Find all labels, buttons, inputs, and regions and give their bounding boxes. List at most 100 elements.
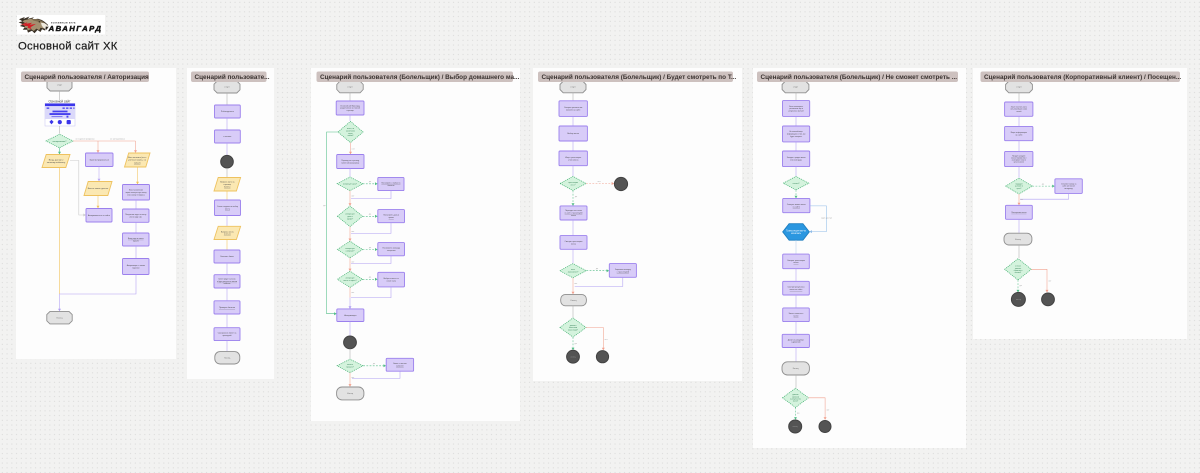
svg-text:время?: время? bbox=[347, 218, 353, 220]
svg-text:или в виде смс: или в виде смс bbox=[130, 217, 143, 219]
svg-text:старт: старт bbox=[1016, 87, 1021, 89]
svg-text:в лопает: в лопает bbox=[223, 136, 231, 138]
svg-text:матч: матч bbox=[571, 269, 575, 271]
svg-text:нет: нет bbox=[351, 292, 354, 294]
svg-text:нет: нет bbox=[1048, 281, 1051, 283]
svg-text:нет: нет bbox=[351, 196, 354, 198]
svg-text:на сайте: на сайте bbox=[793, 205, 800, 208]
svg-text:АВАНГАРД: АВАНГАРД bbox=[48, 24, 103, 33]
svg-text:пароля: пароля bbox=[133, 240, 139, 242]
svg-text:Конец: Конец bbox=[1015, 239, 1022, 241]
svg-text:Сценарий пользователя (Болельщ: Сценарий пользователя (Болельщик) / Не с… bbox=[761, 73, 958, 81]
svg-text:странице: странице bbox=[346, 110, 353, 112]
svg-text:Посмотреть стоимость: Посмотреть стоимость bbox=[381, 182, 400, 184]
svg-text:не авторизован: не авторизован bbox=[110, 139, 125, 141]
svg-text:странице: странице bbox=[223, 184, 231, 186]
svg-text:расписание игр и: расписание игр и bbox=[789, 108, 803, 110]
svg-text:конец: конец bbox=[570, 356, 576, 358]
svg-text:Хочет посетить матч: Хочет посетить матч bbox=[1011, 106, 1027, 108]
svg-text:Авторизоваться на сайте: Авторизоваться на сайте bbox=[88, 214, 110, 217]
svg-text:Восстановление: Восстановление bbox=[129, 190, 143, 192]
svg-text:Основной сайт: Основной сайт bbox=[48, 99, 71, 103]
svg-text:матче: матче bbox=[794, 316, 799, 318]
svg-text:матча: матча bbox=[571, 215, 576, 217]
svg-text:или календарь: или календарь bbox=[790, 160, 802, 162]
svg-text:есть?: есть? bbox=[571, 184, 576, 186]
svg-text:кабинете: кабинете bbox=[224, 283, 231, 285]
svg-text:да: да bbox=[575, 196, 578, 198]
svg-text:конец: конец bbox=[793, 426, 799, 428]
svg-text:учётная запись, но: учётная запись, но bbox=[128, 160, 146, 162]
svg-text:Выбор матча: Выбор матча bbox=[567, 133, 579, 135]
svg-text:и результатом: и результатом bbox=[790, 399, 800, 401]
svg-text:не зарегистрирован: не зарегистрирован bbox=[75, 139, 94, 141]
svg-text:время: время bbox=[389, 217, 394, 219]
svg-text:началась: началась bbox=[791, 233, 802, 235]
svg-text:Выбрать матч на: Выбрать матч на bbox=[220, 182, 234, 184]
svg-text:нет: нет bbox=[574, 283, 577, 285]
svg-text:остался: остался bbox=[1015, 266, 1021, 268]
svg-text:старт: старт bbox=[224, 87, 229, 89]
svg-text:Выбрать место на: Выбрать место на bbox=[384, 278, 399, 280]
svg-text:Авторизация с новым: Авторизация с новым bbox=[127, 264, 146, 267]
svg-text:билетов: билетов bbox=[388, 185, 395, 187]
svg-text:нет: нет bbox=[351, 377, 354, 379]
svg-text:нет: нет bbox=[597, 181, 600, 183]
svg-text:да: да bbox=[369, 181, 372, 183]
svg-text:Ввод кода и смена: Ввод кода и смена bbox=[128, 238, 144, 240]
svg-text:ХОККЕЙНЫЙ КЛУБ: ХОККЕЙНЫЙ КЛУБ bbox=[51, 22, 76, 25]
svg-text:Сценарий пользователя (Болельщ: Сценарий пользователя (Болельщик) / Буде… bbox=[542, 73, 737, 81]
svg-text:Переход на страницу: Переход на страницу bbox=[341, 160, 359, 162]
svg-text:качеством: качеством bbox=[569, 327, 578, 329]
svg-text:нет: нет bbox=[352, 149, 355, 151]
svg-text:конец: конец bbox=[1016, 299, 1022, 301]
svg-text:матча: матча bbox=[794, 262, 799, 264]
svg-text:Работодатель: Работодатель bbox=[221, 111, 234, 113]
svg-text:Делится эмоциями: Делится эмоциями bbox=[788, 339, 804, 341]
svg-text:соперник?: соперник? bbox=[346, 250, 355, 252]
svg-text:и будет доступен в личном: и будет доступен в личном bbox=[217, 281, 237, 283]
svg-text:Вход, доступ к: Вход, доступ к bbox=[49, 159, 64, 161]
svg-text:Находит в разделе: Находит в разделе bbox=[1012, 155, 1025, 157]
svg-text:интересует: интересует bbox=[346, 278, 355, 280]
svg-text:Оставляет заявку на: Оставляет заявку на bbox=[1061, 184, 1076, 186]
svg-text:старт: старт bbox=[793, 87, 798, 89]
svg-text:да: да bbox=[369, 214, 372, 216]
svg-text:Конец: Конец bbox=[57, 317, 64, 319]
svg-text:Получение кода на почту: Получение кода на почту bbox=[125, 214, 146, 216]
svg-text:да: да bbox=[369, 247, 372, 249]
svg-text:личному кабинету: личному кабинету bbox=[47, 162, 66, 164]
svg-text:нашел?: нашел? bbox=[793, 183, 800, 185]
svg-text:Восстановить (есть: Восстановить (есть bbox=[128, 157, 146, 159]
svg-text:интересует цена?: интересует цена? bbox=[343, 183, 357, 185]
svg-text:вип-гостеприимство и: вип-гостеприимство и bbox=[1011, 158, 1026, 160]
svg-text:подходят: подходят bbox=[1015, 183, 1022, 185]
svg-text:паролем: паролем bbox=[132, 267, 140, 269]
svg-text:матчем?: матчем? bbox=[1015, 272, 1021, 274]
svg-text:старт: старт bbox=[347, 87, 352, 89]
svg-text:да: да bbox=[1042, 184, 1045, 186]
svg-text:Ищет информацию: Ищет информацию bbox=[1011, 131, 1028, 134]
svg-text:сервисом и: сервисом и bbox=[1014, 270, 1023, 272]
svg-text:нет: нет bbox=[351, 262, 354, 264]
svg-text:Конец: Конец bbox=[571, 300, 578, 302]
svg-text:схеме зала: схеме зала bbox=[387, 280, 396, 282]
svg-text:ждет доступ: ждет доступ bbox=[821, 218, 832, 220]
svg-text:на сайт с трансляцией: на сайт с трансляцией bbox=[565, 212, 583, 215]
svg-text:Основной сайт ХК: Основной сайт ХК bbox=[18, 41, 118, 53]
svg-text:вип-ложей для своих: вип-ложей для своих bbox=[1011, 108, 1028, 111]
svg-text:нет: нет bbox=[826, 410, 829, 412]
svg-text:хочет: хочет bbox=[348, 133, 353, 135]
svg-text:Билет придет на почту: Билет придет на почту bbox=[219, 279, 236, 281]
svg-text:трансляции?: трансляции? bbox=[568, 329, 578, 331]
svg-text:гостей: гостей bbox=[1016, 110, 1021, 113]
svg-text:Основной сайт Авангард,: Основной сайт Авангард, bbox=[340, 104, 360, 107]
svg-text:прошла?: прошла? bbox=[346, 367, 353, 369]
svg-text:соперника: соперника bbox=[387, 250, 396, 252]
svg-text:Смотрит запись матча: Смотрит запись матча bbox=[787, 204, 806, 206]
svg-text:Сценарий пользователя / Автори: Сценарий пользователя / Авторизация bbox=[25, 73, 150, 81]
svg-text:пойти?: пойти? bbox=[348, 134, 354, 137]
svg-text:раздел матчи на главной: раздел матчи на главной bbox=[340, 107, 360, 110]
svg-text:Трансляция матча: Трансляция матча bbox=[786, 230, 806, 232]
svg-text:Заходит в раздел матчи: Заходит в раздел матчи bbox=[787, 157, 806, 159]
